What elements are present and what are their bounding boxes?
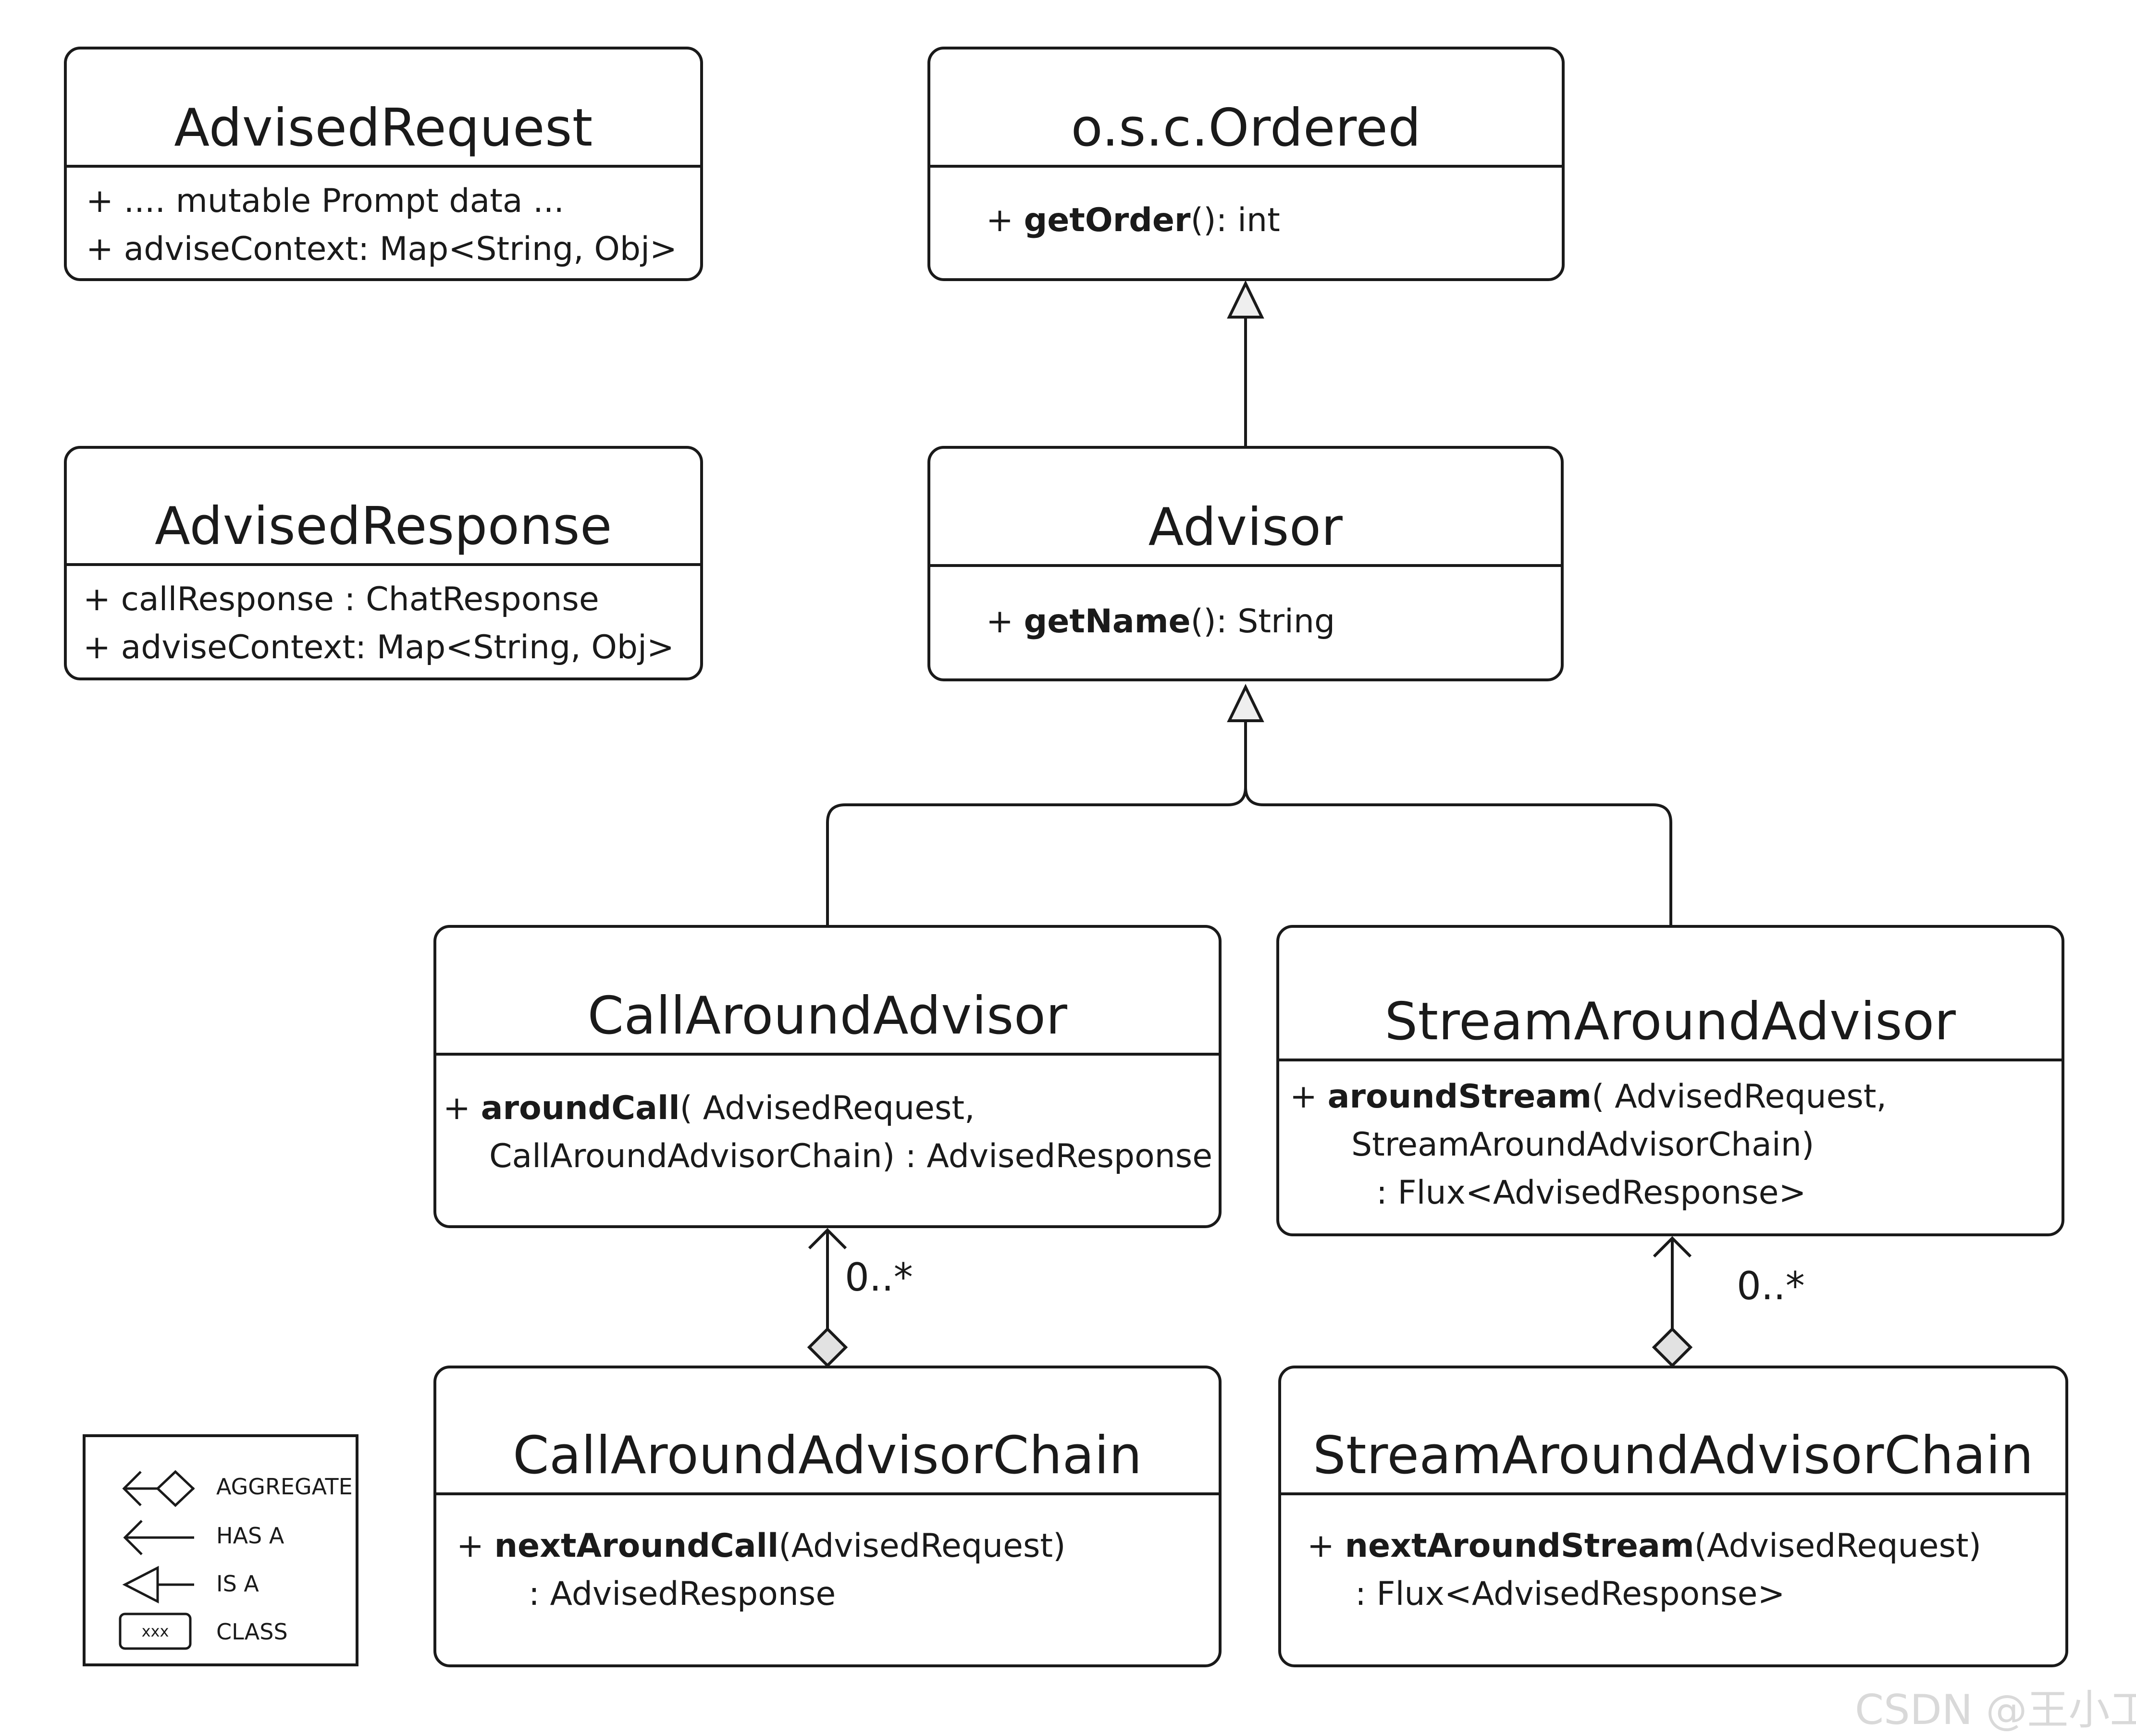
method: + aroundCall( AdvisedRequest, [443,1089,975,1127]
legend-label: AGGREGATE [216,1474,353,1500]
method-name: aroundCall [481,1089,680,1127]
method-continuation: : Flux<AdvisedResponse> [1355,1575,1785,1613]
legend-label: CLASS [216,1619,288,1645]
legend-label: IS A [216,1571,259,1597]
attribute: + adviseContext: Map<String, Obj> [86,230,677,268]
method: + getOrder(): int [986,201,1280,239]
is-a-arrowhead [1227,684,1264,722]
around-advisors-extend-advisor-line [826,721,1672,925]
aggregate-symbol [122,1470,195,1507]
class-call-around-advisor: CallAroundAdvisor + aroundCall( AdvisedR… [433,925,1222,1228]
method-continuation: CallAroundAdvisorChain) : AdvisedRespons… [489,1137,1213,1175]
method-name: getOrder [1024,201,1191,239]
watermark: CSDN @王小工 [1855,1686,2136,1734]
method: + nextAroundCall(AdvisedRequest) [457,1527,1066,1565]
method: + getName(): String [986,603,1335,640]
attribute: + callResponse : ChatResponse [83,580,599,618]
class-call-around-advisor-chain: CallAroundAdvisorChain + nextAroundCall(… [433,1366,1222,1667]
is-a-symbol [122,1565,194,1604]
class-title: o.s.c.Ordered [930,49,1562,168]
aggregate-diamond [807,1327,848,1368]
class-advised-response: AdvisedResponse + callResponse : ChatRes… [64,446,703,680]
attribute: + adviseContext: Map<String, Obj> [83,628,674,666]
aggregate-diamond [1652,1327,1693,1368]
class-advisor: Advisor + getName(): String [927,446,1564,681]
legend: AGGREGATE HAS A IS A CLASS xxx [83,1434,358,1666]
method-name: getName [1024,603,1191,640]
class-title: AdvisedRequest [67,49,700,168]
method: + nextAroundStream(AdvisedRequest) [1307,1527,1982,1565]
call-chain-aggregate-line [808,1228,847,1329]
is-a-arrowhead [1227,280,1264,319]
multiplicity-label: 0..* [845,1255,913,1300]
multiplicity-label: 0..* [1737,1264,1805,1308]
class-title: CallAroundAdvisor [436,928,1219,1056]
legend-class-sample: xxx [141,1622,169,1640]
legend-symbols [119,1470,195,1650]
method-continuation: : AdvisedResponse [529,1575,836,1613]
class-title: StreamAroundAdvisor [1279,928,2062,1061]
class-title: StreamAroundAdvisorChain [1281,1368,2065,1495]
class-stream-around-advisor: StreamAroundAdvisor + aroundStream( Advi… [1276,925,2064,1236]
class-advised-request: AdvisedRequest + .... mutable Prompt dat… [64,47,703,281]
method-name: nextAroundStream [1345,1527,1694,1565]
legend-label: HAS A [216,1523,284,1549]
class-ordered: o.s.c.Ordered + getOrder(): int [927,47,1565,281]
class-stream-around-advisor-chain: StreamAroundAdvisorChain + nextAroundStr… [1278,1366,2068,1667]
attribute: + .... mutable Prompt data ... [86,182,565,220]
method-name: aroundStream [1327,1078,1592,1116]
class-title: CallAroundAdvisorChain [436,1368,1219,1495]
class-symbol [119,1613,192,1650]
method: + aroundStream( AdvisedRequest, [1290,1078,1887,1116]
class-title: Advisor [930,449,1561,567]
has-a-symbol [123,1520,194,1555]
method-name: nextAroundCall [494,1527,779,1565]
method-continuation: StreamAroundAdvisorChain) [1351,1126,1815,1164]
stream-chain-aggregate-line [1653,1236,1692,1329]
class-title: AdvisedResponse [67,449,700,566]
method-continuation: : Flux<AdvisedResponse> [1376,1174,1806,1212]
